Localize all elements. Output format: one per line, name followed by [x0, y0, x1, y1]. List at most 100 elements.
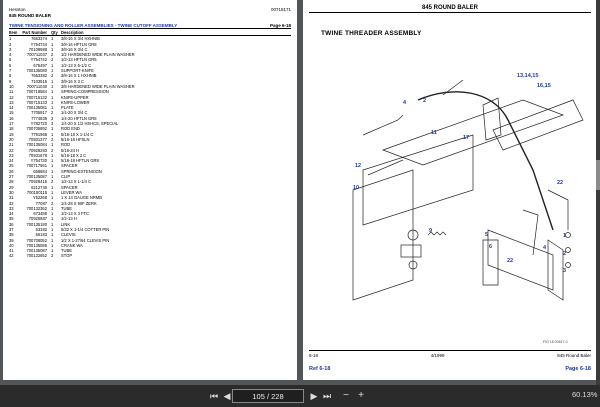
row-part-number: 7791968: [31, 131, 47, 137]
row-qty: 2: [51, 147, 54, 153]
brand-label: Hesston: [9, 7, 26, 12]
callout-1: 1: [563, 233, 567, 239]
row-part-number: 7774839: [31, 115, 47, 121]
row-item: 33: [9, 205, 14, 211]
row-description: 5/16-18 HFSLN: [61, 136, 90, 142]
scrollbar-thumb[interactable]: [596, 160, 600, 190]
zoom-level[interactable]: 60.13%: [572, 390, 598, 399]
col-description: Description: [61, 30, 84, 35]
row-qty: 1: [51, 78, 54, 84]
row-part-number: 700717561: [26, 163, 48, 169]
next-page-button[interactable]: ▶: [310, 391, 318, 401]
row-qty: 1: [51, 36, 54, 42]
page-number-box[interactable]: 105 / 228: [232, 389, 304, 403]
row-description: STOP: [61, 253, 73, 259]
row-item: 21: [9, 142, 14, 148]
row-qty: 1: [51, 237, 54, 243]
row-description: KNIFE-UPPER: [61, 94, 89, 100]
row-qty: 1: [51, 211, 54, 217]
col-qty: Qty: [51, 30, 58, 35]
diagram-support: [487, 229, 554, 291]
row-part-number: 700715132: [26, 94, 48, 100]
doc-number: 00718171: [270, 7, 291, 12]
row-description: SPRING-EXTENSION: [61, 168, 102, 174]
row-part-number: 675497: [33, 62, 47, 68]
figure-id: FIG 18 00617-0: [543, 340, 568, 344]
row-qty: 2: [51, 57, 54, 63]
row-part-number: 7663374: [31, 36, 47, 42]
row-item: 32: [9, 200, 14, 206]
row-description: 1 X 14 GAUGE NRMB: [61, 195, 102, 201]
diagram-crank: [547, 239, 564, 301]
diagram-right-beam: [492, 99, 584, 151]
row-part-number: 56183: [35, 232, 47, 238]
row-item: 30: [9, 189, 14, 195]
row-description: TUBE: [61, 248, 72, 254]
row-qty: 1: [51, 105, 54, 111]
row-part-number: 700135084: [26, 142, 48, 148]
row-qty: 1: [51, 94, 54, 100]
zoom-out-icon[interactable]: −: [343, 390, 349, 401]
row-part-number: 658884: [33, 168, 47, 174]
row-qty: 1: [51, 189, 54, 195]
callout-13-14-15: 13,14,15: [517, 73, 539, 79]
row-description: CLIP: [61, 174, 71, 180]
callout-3: 3: [563, 268, 567, 274]
row-qty: 2: [51, 73, 54, 79]
zoom-in-icon[interactable]: +: [358, 390, 364, 401]
row-item: 37: [9, 226, 14, 232]
diagram-rod: [522, 209, 539, 256]
row-description: 1/2-13 X 3 FTC: [61, 211, 89, 217]
row-item: 25: [9, 163, 14, 169]
diagram-knife-plate: [482, 97, 502, 141]
row-part-number: 700135085: [26, 242, 48, 248]
row-part-number: 673488: [33, 211, 47, 217]
callout-2-a: 2: [423, 98, 427, 104]
page-label: Page 6-18: [565, 366, 591, 372]
row-qty: 1: [51, 89, 54, 95]
row-part-number: 700132652: [26, 253, 48, 259]
row-part-number: 7103515: [31, 78, 47, 84]
last-page-button[interactable]: ⏭: [322, 391, 332, 401]
row-qty: 2: [51, 179, 54, 185]
right-page-ref-bar: Ref 6-18 Page 6-18: [309, 366, 591, 372]
diagram-bolt-2: [565, 247, 571, 253]
row-item: 6: [9, 62, 12, 68]
vertical-scrollbar[interactable]: [596, 0, 600, 385]
diagram-side-panel: [362, 134, 474, 226]
row-item: 40: [9, 242, 14, 248]
callout-12: 12: [355, 163, 362, 169]
diagram-bracket: [482, 239, 499, 286]
prev-page-button[interactable]: ◀: [223, 391, 231, 401]
row-description: 3/8-16 X 3/4 HXHNIB: [61, 36, 100, 42]
row-part-number: 70926887: [28, 216, 47, 222]
row-part-number: Y754730: [30, 158, 47, 164]
row-qty: 2: [51, 136, 54, 142]
row-qty: 3: [51, 115, 54, 121]
row-description: SPACER: [61, 163, 78, 169]
row-qty: 1: [51, 163, 54, 169]
first-page-button[interactable]: ⏮: [209, 391, 219, 401]
row-qty: 1: [51, 168, 54, 174]
row-qty: 1: [51, 221, 54, 227]
row-item: 7: [9, 68, 12, 74]
row-description: 5/16-18 X 2 C: [61, 152, 87, 158]
